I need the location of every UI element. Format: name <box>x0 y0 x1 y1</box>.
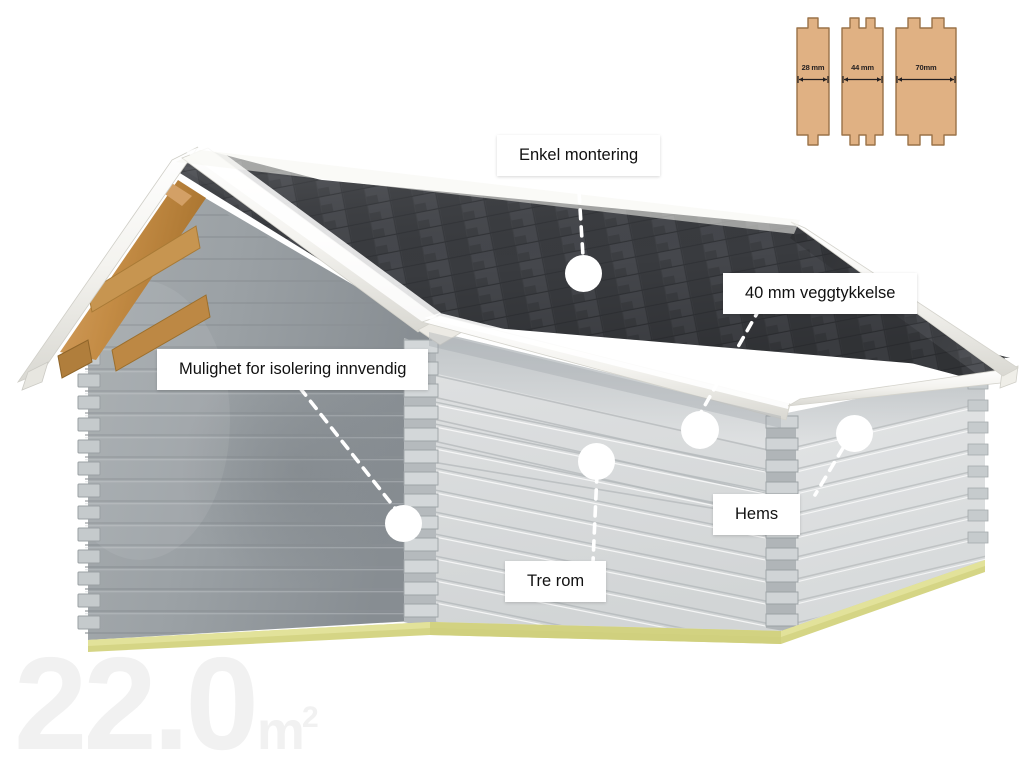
callout-isolering[interactable]: Mulighet for isolering innvendig <box>157 349 429 390</box>
callout-veggtykkelse[interactable]: 40 mm veggtykkelse <box>723 273 918 314</box>
leader-dot-isolering <box>385 505 422 542</box>
plank-sample-28mm: 28 mm <box>795 16 831 147</box>
plank-28-dimension-arrow <box>797 76 829 83</box>
callout-label: Enkel montering <box>519 146 639 164</box>
right-end-wall <box>781 373 985 631</box>
leader-dot-enkel-montering <box>565 255 602 292</box>
wall-thickness-legend: 28 mm 44 mm 70mm <box>795 16 960 158</box>
plank-28-shape <box>796 17 830 146</box>
callout-label: Tre rom <box>527 572 585 590</box>
leader-dot-veggtykkelse <box>681 411 719 449</box>
callout-hems[interactable]: Hems <box>713 494 801 535</box>
right-log-lines <box>781 373 985 629</box>
leader-dot-tre-rom <box>578 443 615 480</box>
plank-70-shape <box>895 17 957 146</box>
plank-44-shape <box>841 17 884 146</box>
callout-label: Hems <box>735 505 779 523</box>
leader-dot-hems <box>836 415 873 452</box>
plank-44-dimension-arrow <box>842 76 883 83</box>
callout-label: Mulighet for isolering innvendig <box>179 360 407 378</box>
callout-enkel-montering[interactable]: Enkel montering <box>497 135 661 176</box>
plank-70-dimension-arrow <box>896 76 956 83</box>
callout-tre-rom[interactable]: Tre rom <box>505 561 607 602</box>
front-long-wall <box>428 330 781 631</box>
plank-sample-70mm: 70mm <box>894 16 958 147</box>
plank-sample-44mm: 44 mm <box>840 16 885 147</box>
log-corner-far-right <box>967 377 989 544</box>
eave-shadow <box>429 332 781 428</box>
callout-label: 40 mm veggtykkelse <box>745 284 896 302</box>
foundation-beam <box>88 560 985 652</box>
gable-rafters <box>57 180 211 379</box>
